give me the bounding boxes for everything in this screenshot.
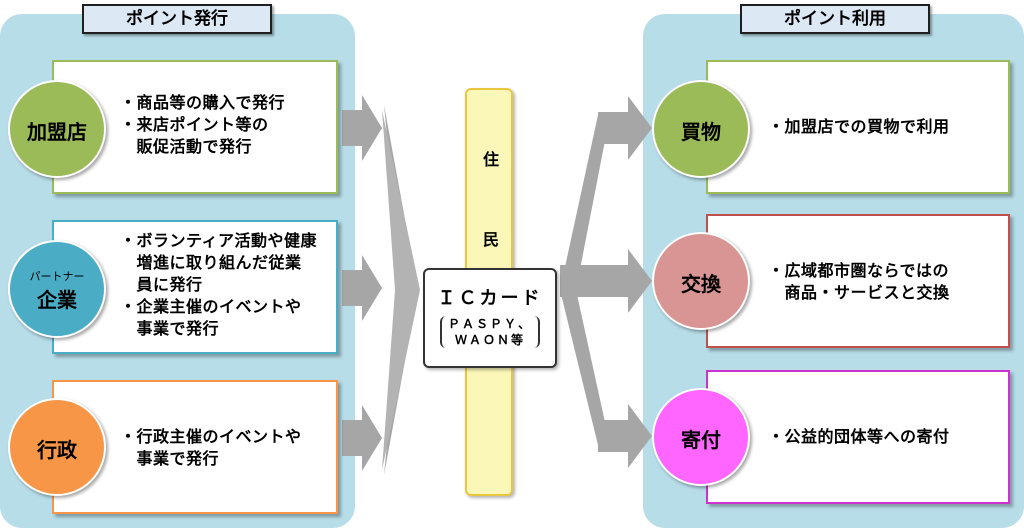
partner-sub-label: パートナー (29, 270, 85, 283)
ic-card-bracket: ＰＡＳＰＹ、 ＷＡＯＮ等 (439, 316, 540, 348)
use-text-shopping: ・加盟店での買物で利用 (768, 117, 950, 136)
arrow-shopping (598, 96, 652, 160)
issue-text-partner: ・ボランティア活動や健康 増進に取り組んだ従業 員に発行 ・企業主催のイベントや… (120, 231, 318, 338)
use-circle-shopping: 買物 (652, 80, 750, 178)
arrow-donation (598, 404, 652, 468)
issue-text-member-store: ・商品等の購入で発行 ・来店ポイント等の 販促活動で発行 (120, 93, 286, 156)
issue-text-government: ・行政主催のイベントや 事業で発行 (120, 427, 302, 468)
arrow-converge-body (382, 110, 420, 470)
arrow-member-store (342, 95, 382, 161)
issue-title: ポイント発行 (82, 4, 272, 34)
resident-char-2: 民 (482, 230, 499, 249)
use-card-shopping (706, 60, 1010, 194)
ic-card-box: ＩＣカード ＰＡＳＰＹ、 ＷＡＯＮ等 (423, 268, 557, 368)
partner-label: 企業 (37, 288, 77, 312)
government-label: 行政 (37, 438, 77, 462)
use-text-exchange: ・広域都市圏ならではの 商品・サービスと交換 (768, 261, 950, 302)
ic-card-sub-2: ＷＡＯＮ等 (454, 333, 525, 347)
donation-label: 寄付 (681, 428, 721, 452)
use-circle-exchange: 交換 (652, 232, 750, 330)
ic-card-title: ＩＣカード (437, 288, 543, 309)
exchange-label: 交換 (681, 272, 721, 296)
use-card-exchange (706, 214, 1010, 348)
issue-circle-member-store: 加盟店 (8, 80, 106, 178)
resident-char-1: 住 (482, 150, 499, 169)
use-title: ポイント利用 (740, 4, 930, 34)
issue-circle-government: 行政 (8, 398, 106, 496)
arrow-government (342, 405, 382, 471)
shopping-label: 買物 (681, 120, 721, 144)
ic-card-sub-1: ＰＡＳＰＹ、 (447, 317, 532, 331)
use-text-donation: ・公益的団体等への寄付 (768, 427, 950, 446)
member-store-label: 加盟店 (27, 120, 87, 144)
issue-circle-partner: パートナー 企業 (8, 240, 106, 338)
arrow-exchange (560, 249, 652, 313)
use-circle-donation: 寄付 (652, 388, 750, 486)
arrow-partner (342, 255, 382, 321)
use-card-donation (706, 370, 1010, 504)
